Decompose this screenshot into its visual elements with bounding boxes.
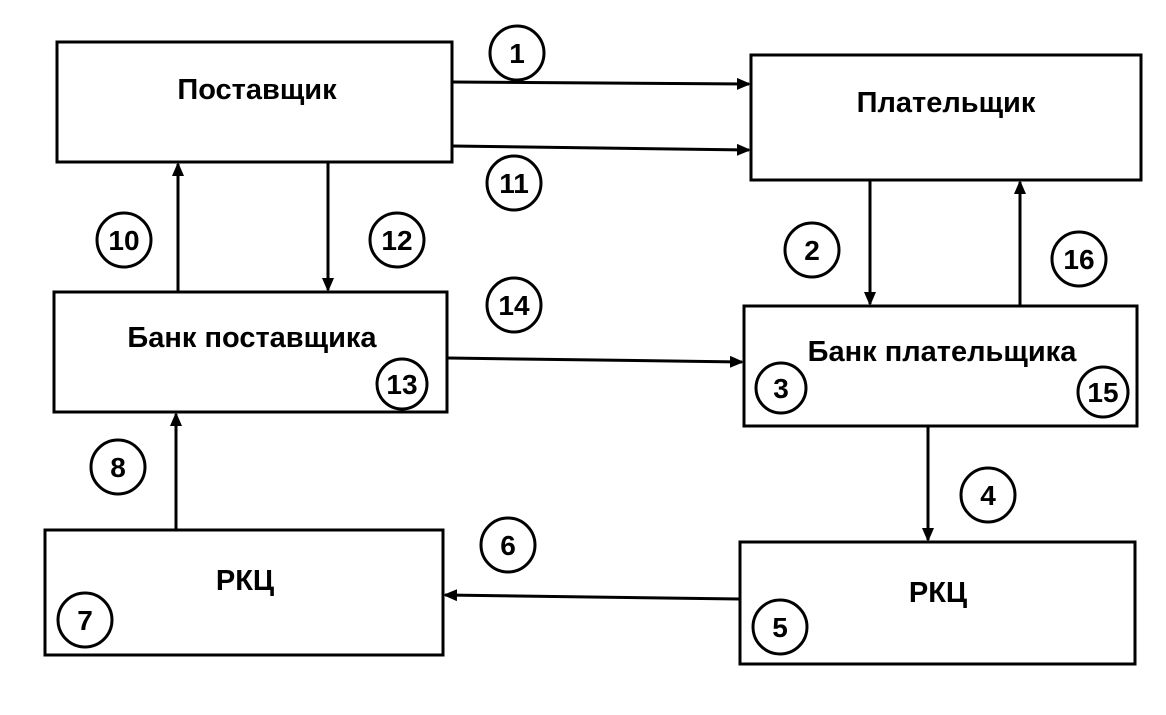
supplier-label: Поставщик xyxy=(177,74,337,106)
step-2-label: 2 xyxy=(804,235,820,266)
arrow-rkc-right-to-rkc-left xyxy=(443,589,740,602)
step-14: 14 xyxy=(485,276,543,334)
step-10: 10 xyxy=(95,211,153,269)
rkc-left-box: РКЦ xyxy=(43,528,445,657)
step-11-label: 11 xyxy=(499,168,529,199)
arrow-supplier-to-payer-top xyxy=(451,77,751,90)
step-10-label: 10 xyxy=(108,225,139,256)
payer-label: Плательщик xyxy=(857,87,1036,119)
payer-bank-box: Банк плательщика xyxy=(742,304,1139,428)
step-12-label: 12 xyxy=(381,225,412,256)
step-8-label: 8 xyxy=(110,452,126,483)
step-14-label: 14 xyxy=(498,290,530,321)
rkc-right-label: РКЦ xyxy=(909,577,967,609)
step-15-label: 15 xyxy=(1087,377,1118,408)
step-13: 13 xyxy=(375,357,429,411)
step-5-label: 5 xyxy=(772,612,788,643)
step-7: 7 xyxy=(56,591,114,649)
arrow-supplier-bank-to-payer-bank xyxy=(447,355,744,368)
arrow-supplier-to-payer-bottom xyxy=(451,143,751,156)
step-8: 8 xyxy=(89,438,147,496)
step-15: 15 xyxy=(1076,365,1130,419)
rkc-left-label: РКЦ xyxy=(216,565,274,597)
step-7-label: 7 xyxy=(77,605,93,636)
step-3: 3 xyxy=(754,361,808,415)
step-2: 2 xyxy=(783,221,841,279)
step-4-label: 4 xyxy=(980,480,996,511)
step-1-label: 1 xyxy=(509,38,525,69)
payer-bank-label: Банк плательщика xyxy=(808,336,1078,368)
step-3-label: 3 xyxy=(773,373,789,404)
step-13-label: 13 xyxy=(386,369,417,400)
step-6-label: 6 xyxy=(500,530,516,561)
step-16: 16 xyxy=(1050,230,1108,288)
supplier-box: Поставщик xyxy=(55,40,454,164)
rkc-right-box: РКЦ xyxy=(738,540,1137,666)
step-5: 5 xyxy=(751,598,809,656)
step-1: 1 xyxy=(488,24,546,82)
supplier-bank-label: Банк поставщика xyxy=(127,322,377,354)
step-16-label: 16 xyxy=(1063,244,1094,275)
step-4: 4 xyxy=(959,466,1017,524)
payer-box: Плательщик xyxy=(749,53,1143,182)
step-12: 12 xyxy=(368,211,426,269)
step-6: 6 xyxy=(479,516,537,574)
step-11: 11 xyxy=(485,154,543,212)
